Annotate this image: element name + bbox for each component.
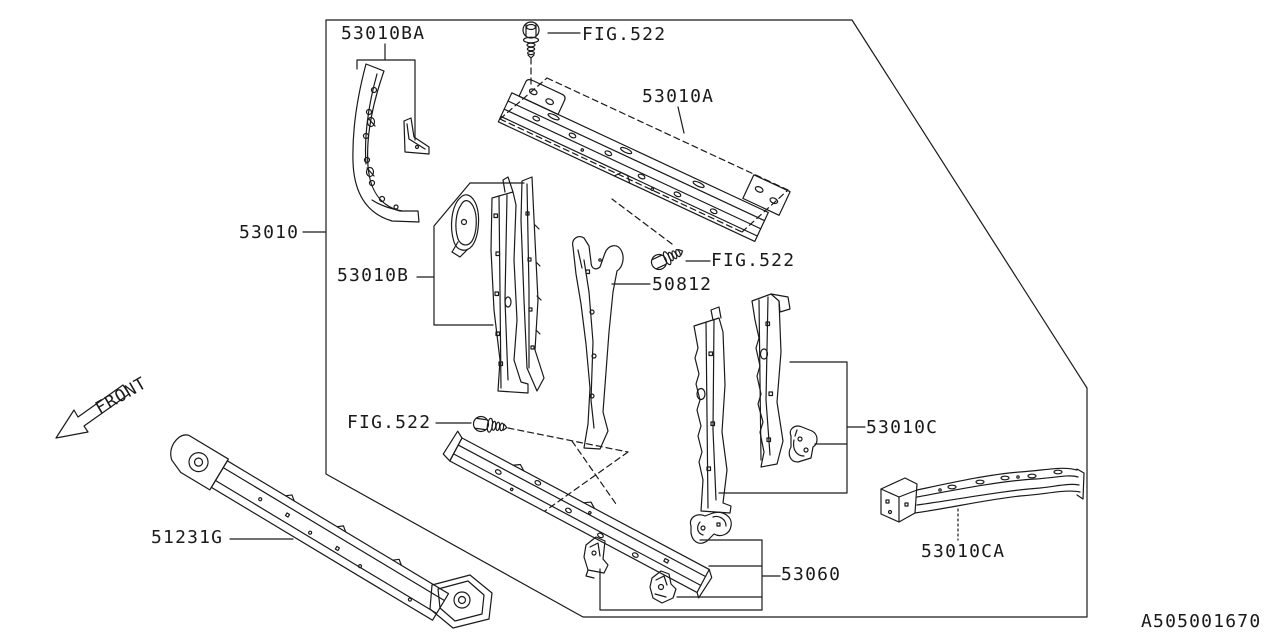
label-53010ba[interactable]: 53010BA <box>341 23 426 44</box>
part-53010b-drawing <box>450 194 480 258</box>
label-53010[interactable]: 53010 <box>239 222 300 243</box>
part-53010c-bracket <box>788 425 818 463</box>
label-53010ca[interactable]: 53010CA <box>921 541 1006 562</box>
leader-lines <box>229 32 959 611</box>
bolt-icon-top <box>522 21 540 59</box>
pillar-left-drawing <box>490 176 529 394</box>
part-53010a-drawing <box>497 79 791 243</box>
part-53010ba-drawing <box>352 63 430 223</box>
pillar-right-drawing <box>520 176 545 392</box>
part-53010ca-drawing <box>880 467 1085 523</box>
label-53010b[interactable]: 53010B <box>337 265 410 286</box>
label-fig522-top[interactable]: FIG.522 <box>582 24 667 45</box>
label-fig522-middle[interactable]: FIG.522 <box>711 250 796 271</box>
enclosure-outline <box>325 19 1088 618</box>
drawing-id: A505001670 <box>1141 611 1262 632</box>
label-53010c[interactable]: 53010C <box>866 417 939 438</box>
label-fig522-bottom[interactable]: FIG.522 <box>347 412 432 433</box>
bolt-icon-bottom <box>472 415 508 433</box>
part-53060-drawing <box>442 430 732 604</box>
label-53010a[interactable]: 53010A <box>642 86 715 107</box>
part-50812-drawing <box>572 235 624 450</box>
part-51231g-drawing <box>170 434 493 629</box>
label-51231g[interactable]: 51231G <box>151 527 224 548</box>
front-arrow-icon <box>55 384 130 439</box>
label-50812[interactable]: 50812 <box>652 274 713 295</box>
hidden-dashed-lines <box>499 57 789 512</box>
label-53060[interactable]: 53060 <box>781 564 842 585</box>
bolt-icon-middle <box>650 248 684 271</box>
part-53010c-pillars <box>693 293 791 514</box>
